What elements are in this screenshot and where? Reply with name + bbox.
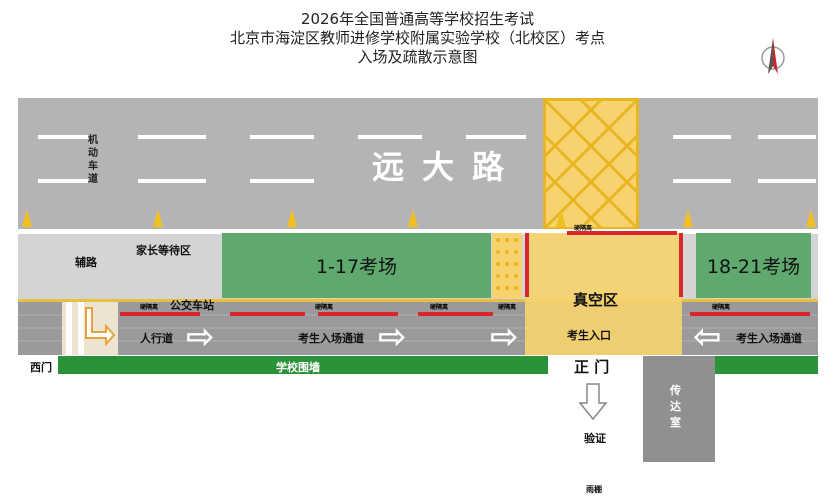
road-name: 远大路	[372, 148, 523, 186]
traffic-cone-icon	[806, 209, 816, 227]
traffic-cone-icon	[408, 209, 418, 227]
north-arrow-icon	[761, 38, 785, 74]
yellow-curb-line	[18, 299, 818, 302]
traffic-cone-icon	[153, 209, 163, 227]
guard-room	[643, 356, 715, 462]
aux-road-label: 辅路	[75, 256, 97, 269]
isolation-label: 硬隔离	[140, 304, 159, 311]
isolation-label: 硬隔离	[574, 225, 593, 232]
isolation-label: 硬隔离	[315, 304, 334, 311]
arrow-right-icon: ⇨	[186, 317, 215, 357]
isolation-label: 硬隔离	[430, 304, 449, 311]
west-gate-opening	[18, 356, 58, 374]
student-entry-label: 考生入口	[567, 329, 611, 342]
isolation-barrier	[318, 312, 398, 316]
arrow-right-icon: ⇨	[490, 317, 519, 357]
traffic-cone-icon	[287, 209, 297, 227]
exam-area-right: 18-21考场	[696, 233, 811, 298]
isolation-barrier	[525, 233, 529, 297]
parent-wait-label: 家长等待区	[136, 244, 191, 257]
road-edge-line	[18, 229, 818, 234]
arrow-down-icon	[578, 383, 608, 421]
vacuum-zone	[525, 233, 682, 355]
map-title-line2: 北京市海淀区教师进修学校附属实验学校（北校区）考点	[229, 29, 605, 47]
isolation-label: 硬隔离	[498, 304, 517, 311]
exam-area-left: 1-17考场	[222, 233, 491, 298]
shelter-label: 雨棚	[586, 485, 602, 494]
arrow-left-icon: ⇦	[693, 317, 722, 357]
entry-channel-label-right: 考生入场通道	[736, 332, 802, 345]
isolation-barrier	[679, 233, 683, 297]
main-gate-label: 正 门	[574, 358, 610, 376]
guard-room-label: 传达室	[670, 384, 681, 429]
yellow-crosshatch	[543, 98, 639, 230]
school-wall-label: 学校围墙	[276, 361, 320, 374]
map-title-line3: 入场及疏散示意图	[357, 48, 478, 66]
isolation-barrier	[690, 312, 810, 316]
isolation-barrier	[230, 312, 305, 316]
verify-label: 验证	[584, 432, 606, 445]
school-wall-right	[712, 356, 818, 374]
lane-label: 机动车道	[88, 135, 98, 185]
isolation-barrier	[567, 231, 677, 235]
main-road	[18, 98, 818, 230]
traffic-cone-icon	[22, 209, 32, 227]
map-title-line1: 2026年全国普通高等学校招生考试	[300, 10, 535, 28]
vacuum-zone-label: 真空区	[573, 291, 619, 309]
crosswalk-stripes	[66, 302, 116, 355]
isolation-barrier	[418, 312, 493, 316]
west-gate-label-text: 西门	[30, 361, 52, 374]
isolation-barrier	[120, 312, 200, 316]
entry-channel-label-left: 考生入场通道	[298, 332, 364, 345]
isolation-label: 硬隔离	[712, 304, 731, 311]
arrow-right-icon: ⇨	[378, 317, 407, 357]
sidewalk-label: 人行道	[140, 332, 173, 345]
tactile-strip	[492, 233, 522, 298]
traffic-cone-icon	[556, 209, 566, 227]
traffic-cone-icon	[683, 209, 693, 227]
bus-stop-label: 公交车站	[170, 299, 214, 312]
